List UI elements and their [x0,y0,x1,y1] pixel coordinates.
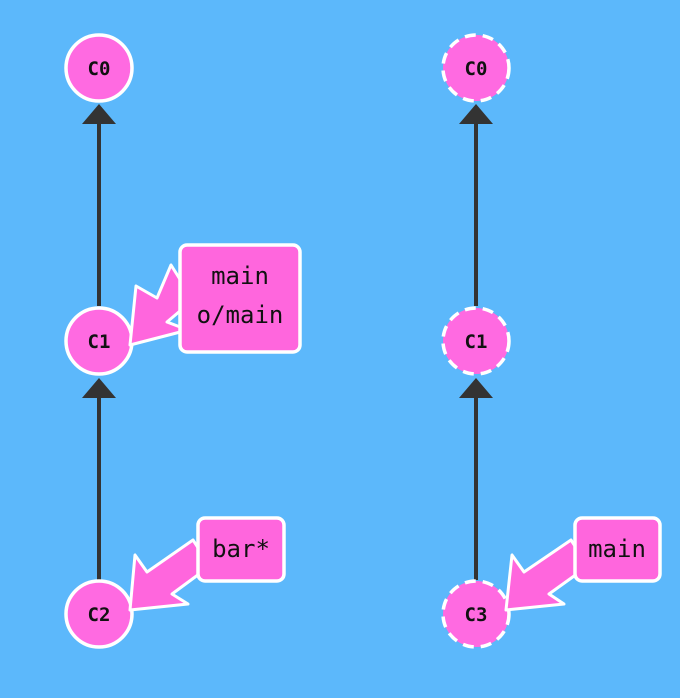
remote-repo-tree: C0 C1 C3 main [441,33,662,649]
branch-name-main: main [588,535,646,563]
commit-node-c0[interactable]: C0 [64,33,134,103]
branch-name-o-main: o/main [197,301,284,329]
branch-label-box [196,516,286,583]
commit-label-c0: C0 [465,58,488,80]
commit-node-c1[interactable]: C1 [64,306,134,376]
branch-label-box [573,516,662,583]
arrowhead-c1 [459,378,493,398]
arrowhead-c0 [459,104,493,124]
branch-pointer-arrow [128,263,195,347]
commit-label-c3: C3 [465,604,488,626]
commit-label-c1: C1 [88,331,111,353]
branch-label-box [178,243,302,354]
commit-label-c2: C2 [88,604,111,626]
branch-pointer-arrow [504,538,590,612]
branch-bar[interactable]: bar* [128,516,286,612]
commit-node-c3[interactable]: C3 [441,579,511,649]
commit-node-c0[interactable]: C0 [441,33,511,103]
commit-label-c1: C1 [465,331,488,353]
commit-node-c1[interactable]: C1 [441,306,511,376]
commit-node-c2[interactable]: C2 [64,579,134,649]
branch-name-main: main [211,262,269,290]
branch-main[interactable]: main [504,516,662,612]
arrowhead-c1 [82,378,116,398]
branch-name-bar: bar* [212,535,270,563]
local-repo-tree: C0 C1 C2 main o/main bar* [64,33,302,649]
branch-main-omain[interactable]: main o/main [128,243,302,354]
branch-pointer-arrow [128,538,212,612]
commit-label-c0: C0 [88,58,111,80]
arrowhead-c0 [82,104,116,124]
